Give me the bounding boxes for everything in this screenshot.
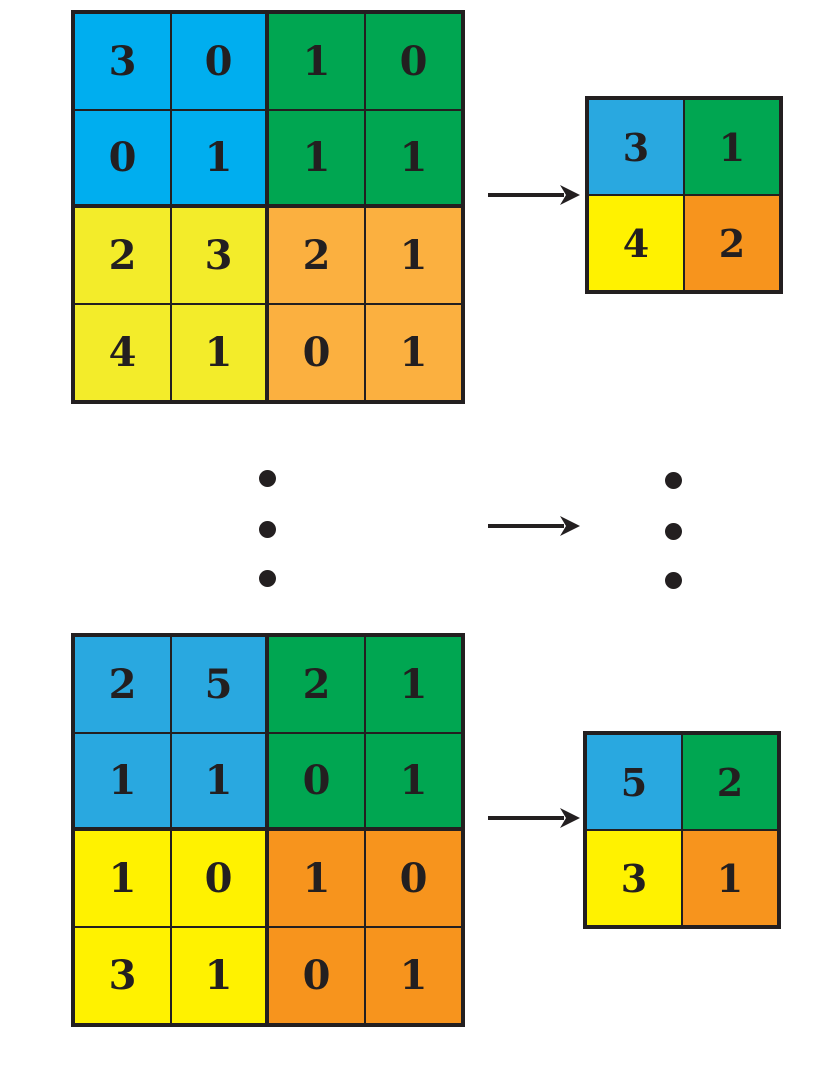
input-cell: 1 [171, 110, 268, 207]
input-cell: 2 [268, 207, 365, 304]
input-cell: 1 [365, 207, 462, 304]
input-cell: 3 [74, 13, 171, 110]
input-cell: 1 [365, 304, 462, 401]
input-cell: 1 [365, 110, 462, 207]
input-cell: 2 [268, 636, 365, 733]
vertical-ellipsis-icon [259, 470, 279, 590]
input-cell: 5 [171, 636, 268, 733]
output-cell: 3 [586, 830, 682, 926]
output-cell: 1 [682, 830, 778, 926]
output-cell: 5 [586, 734, 682, 830]
right-arrow-icon [488, 185, 580, 205]
input-cell: 0 [268, 733, 365, 830]
input-cell: 1 [268, 830, 365, 927]
input-cell: 3 [171, 207, 268, 304]
input-cell: 0 [268, 304, 365, 401]
input-cell: 1 [268, 110, 365, 207]
input-cell: 1 [171, 733, 268, 830]
input-cell: 1 [171, 927, 268, 1024]
output-cell: 4 [588, 195, 684, 291]
input-cell: 2 [74, 636, 171, 733]
input-cell: 0 [74, 110, 171, 207]
vertical-ellipsis-icon [665, 472, 685, 592]
input-cell: 0 [365, 830, 462, 927]
input-cell: 3 [74, 927, 171, 1024]
input-cell: 4 [74, 304, 171, 401]
input-cell: 1 [171, 304, 268, 401]
input-cell: 1 [365, 927, 462, 1024]
output-cell: 1 [684, 99, 780, 195]
input-cell: 0 [171, 830, 268, 927]
right-arrow-icon [488, 808, 580, 828]
right-arrow-icon [488, 516, 580, 536]
input-cell: 1 [74, 733, 171, 830]
input-cell: 0 [268, 927, 365, 1024]
input-cell: 0 [171, 13, 268, 110]
input-cell: 2 [74, 207, 171, 304]
input-cell: 1 [365, 636, 462, 733]
output-cell: 2 [684, 195, 780, 291]
input-cell: 1 [74, 830, 171, 927]
input-cell: 0 [365, 13, 462, 110]
output-cell: 3 [588, 99, 684, 195]
output-cell: 2 [682, 734, 778, 830]
input-cell: 1 [365, 733, 462, 830]
input-cell: 1 [268, 13, 365, 110]
